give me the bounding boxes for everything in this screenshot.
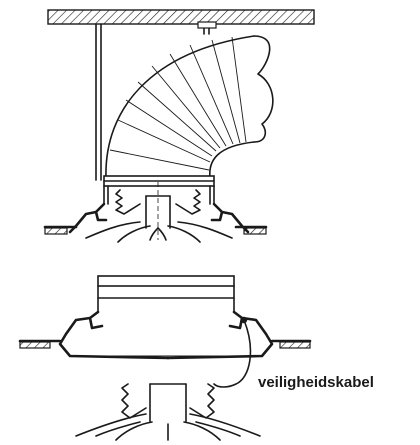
safety-cable-label: veiligheidskabel: [258, 374, 374, 391]
top-figure: [43, 9, 315, 243]
diffuser-housing-top: [68, 202, 250, 234]
bottom-figure: [18, 275, 312, 441]
diffuser-housing-bottom: [58, 310, 274, 360]
hanger-rods: [95, 21, 217, 181]
flexible-duct: [105, 35, 274, 179]
diffuser-core-bottom: [75, 383, 261, 441]
plenum-box-bottom: [97, 275, 235, 313]
safety-cable: [213, 316, 252, 388]
ceiling-tiles-bottom: [18, 339, 312, 349]
ceiling-tiles-top: [43, 225, 268, 235]
ceiling-slab: [47, 9, 315, 25]
diffuser-vanes-top: [85, 182, 233, 243]
plenum-box: [103, 175, 215, 205]
